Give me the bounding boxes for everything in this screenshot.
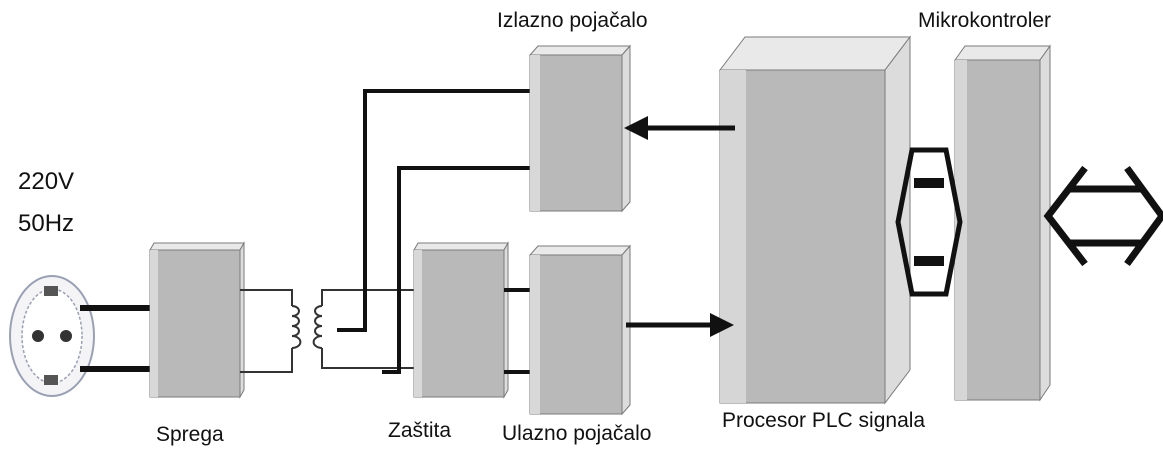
- zastita-label: Zaštita: [388, 419, 452, 442]
- sprega-block: [149, 241, 245, 399]
- izlazno-pojacalo-label: Izlazno pojačalo: [497, 9, 648, 32]
- zastita-block: [413, 241, 509, 399]
- procesor-plc-block: [718, 35, 912, 405]
- voltage-label: 220V: [18, 168, 75, 195]
- procesor-label: Procesor PLC signala: [722, 409, 926, 432]
- coupling-wires: [240, 289, 293, 373]
- mikrokontroler-block: [954, 44, 1051, 402]
- arrow-icon: [626, 313, 734, 337]
- sprega-label: Sprega: [156, 423, 224, 446]
- ulazno-pojacalo-block: [528, 244, 632, 416]
- izlazno-pojacalo-block: [528, 44, 632, 213]
- output-wires: [337, 89, 536, 374]
- mikrokontroler-label: Mikrokontroler: [918, 9, 1052, 32]
- ulazno-pojacalo-label: Ulazno pojačalo: [502, 422, 652, 445]
- transformer-coil-icon: [291, 289, 418, 369]
- bidirectional-arrow-icon: [1043, 165, 1163, 267]
- power-socket-icon: [9, 275, 95, 397]
- arrow-icon: [624, 116, 735, 140]
- frequency-label: 50Hz: [18, 210, 75, 237]
- bidirectional-arrow-icon: [895, 147, 963, 297]
